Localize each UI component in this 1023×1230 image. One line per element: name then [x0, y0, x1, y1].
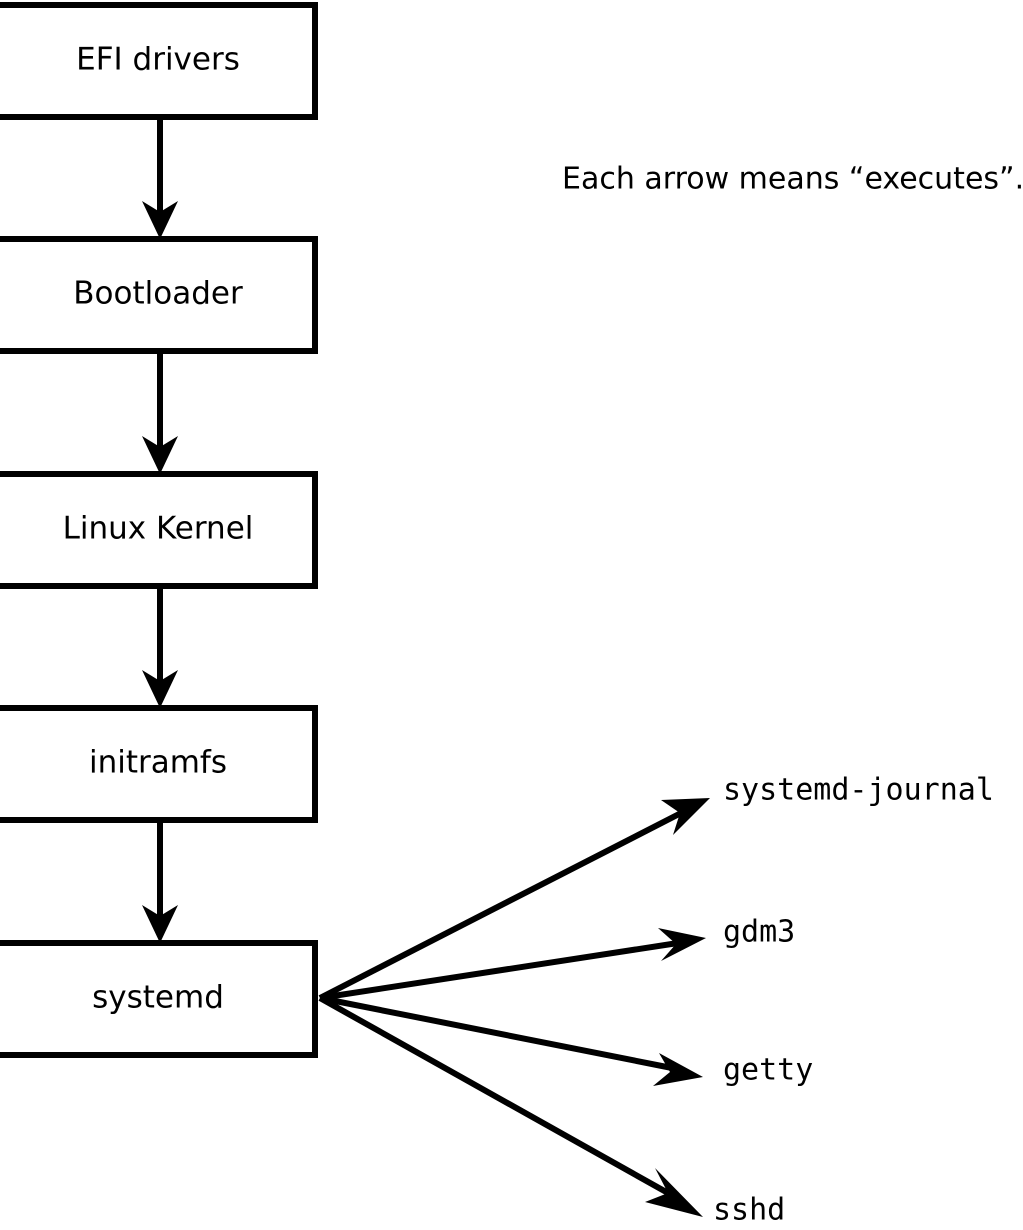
- node-systemd: systemd: [0, 940, 318, 1058]
- process-label-gdm3: gdm3: [723, 915, 795, 950]
- node-label-initramfs: initramfs: [89, 745, 227, 781]
- node-box-bootloader: [0, 236, 318, 354]
- node-label-bootloader: Bootloader: [73, 276, 243, 312]
- node-efi-drivers: EFI drivers: [0, 2, 318, 120]
- node-label-linux-kernel: Linux Kernel: [63, 511, 254, 547]
- process-label-systemd-journal: systemd-journal: [723, 773, 994, 808]
- process-label-sshd: sshd: [713, 1193, 785, 1228]
- node-initramfs: initramfs: [0, 705, 318, 823]
- arrowhead-efi-to-bootloader: [142, 201, 178, 239]
- arrowhead-kernel-to-initramfs: [142, 670, 178, 708]
- arrow-initramfs-to-systemd: [142, 820, 178, 943]
- arrow-efi-to-bootloader: [142, 117, 178, 239]
- arrow-systemd-to-systemd-journal: [318, 798, 710, 1001]
- arrowhead-getty: [653, 1053, 703, 1086]
- arrowhead-initramfs-to-systemd: [142, 905, 178, 943]
- node-label-efi-drivers: EFI drivers: [76, 42, 240, 78]
- node-linux-kernel: Linux Kernel: [0, 471, 318, 589]
- process-label-getty: getty: [723, 1053, 813, 1088]
- arrowhead-bootloader-to-kernel: [142, 436, 178, 474]
- arrowhead-gdm3: [658, 928, 706, 961]
- node-box-linux-kernel: [0, 471, 318, 589]
- arrow-systemd-to-gdm3: [319, 928, 706, 1001]
- arrowhead-sshd: [645, 1168, 703, 1217]
- node-box-systemd: [0, 940, 318, 1058]
- node-box-initramfs: [0, 705, 318, 823]
- arrow-bootloader-to-kernel: [142, 351, 178, 474]
- diagram-caption: Each arrow means “executes”.: [562, 162, 1023, 197]
- node-label-systemd: systemd: [92, 980, 224, 1016]
- arrow-systemd-to-getty: [319, 995, 703, 1086]
- arrowhead-systemd-journal: [661, 798, 710, 835]
- node-box-efi-drivers: [0, 2, 318, 120]
- arrow-kernel-to-initramfs: [142, 586, 178, 708]
- node-bootloader: Bootloader: [0, 236, 318, 354]
- arrow-systemd-to-sshd: [318, 995, 703, 1217]
